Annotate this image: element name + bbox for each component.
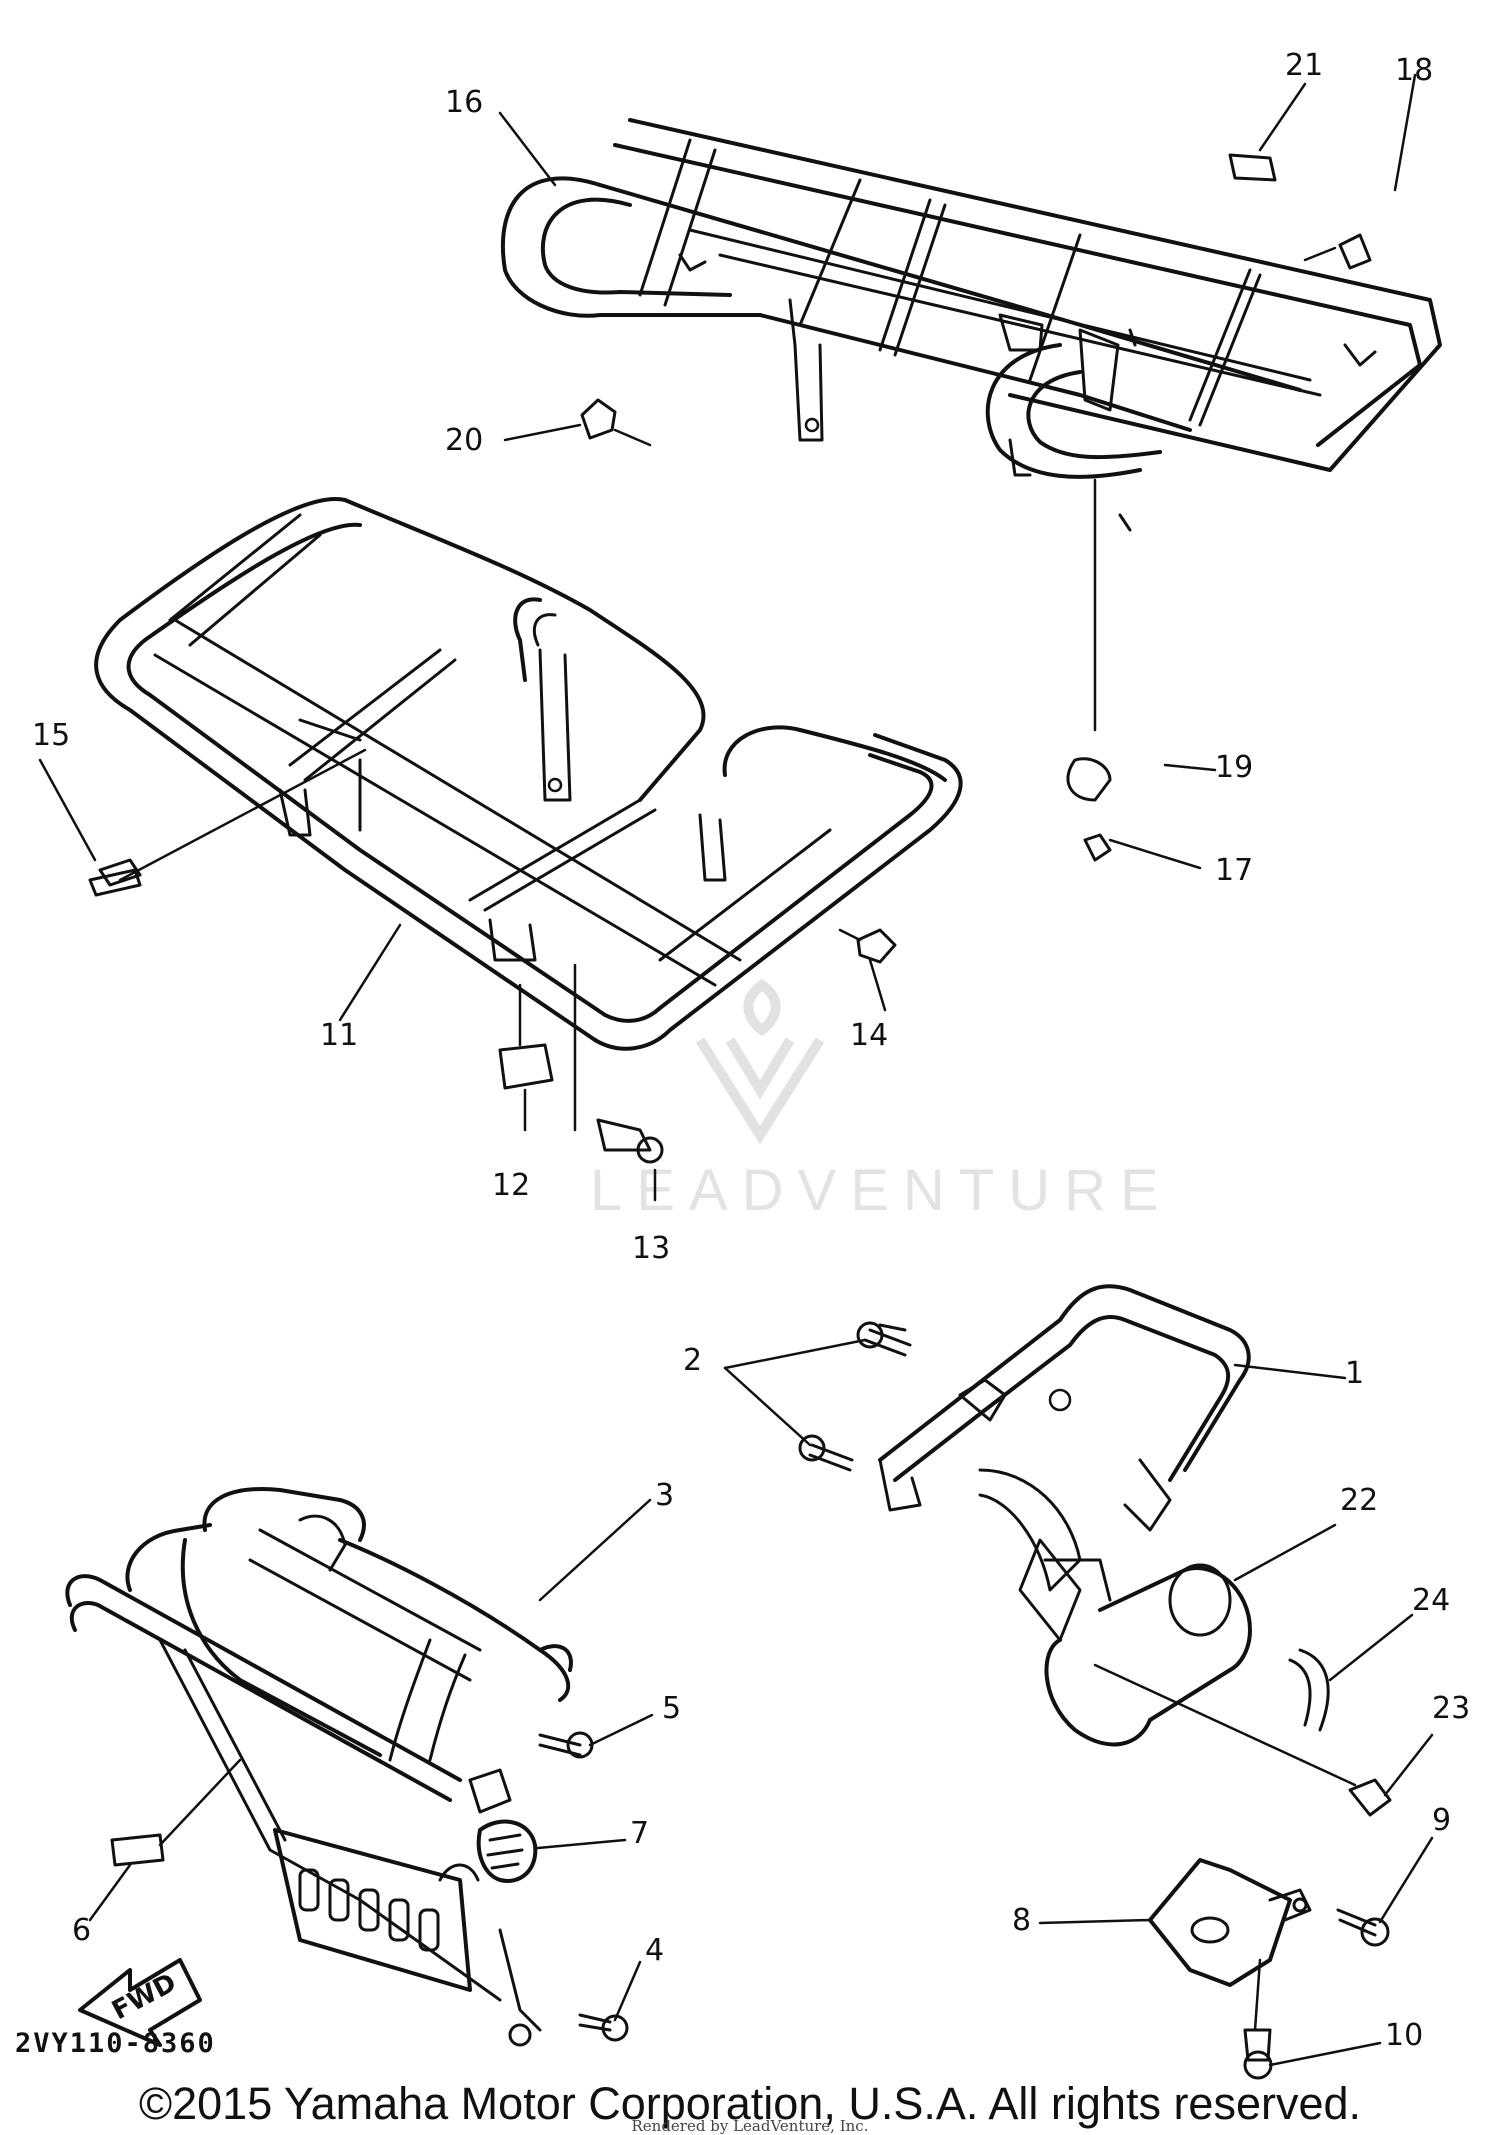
rear-guard-drawing [798, 1284, 1392, 1817]
callout-22: 22 [1340, 1483, 1378, 1518]
callout-24: 24 [1412, 1583, 1450, 1618]
callout-17: 17 [1215, 853, 1253, 888]
watermark: LEADVENTURE [590, 978, 1173, 1223]
hardware-drawings [88, 153, 1372, 1164]
callout-19: 19 [1215, 750, 1253, 785]
callout-14: 14 [850, 1018, 888, 1053]
callout-7: 7 [630, 1816, 649, 1851]
part-callouts: 1 2 3 4 5 6 7 8 9 10 11 12 13 14 15 16 1… [32, 48, 1470, 2053]
callout-15: 15 [32, 718, 70, 753]
front-carrier-drawing [94, 497, 963, 1051]
callout-16: 16 [445, 85, 483, 120]
watermark-logo-icon [695, 978, 825, 1145]
front-guard-drawing [65, 1487, 629, 2047]
callout-11: 11 [320, 1018, 358, 1053]
callout-21: 21 [1285, 48, 1323, 83]
bracket-drawing [1148, 1858, 1390, 2080]
rendered-by-notice: Rendered by LeadVenture, Inc. [631, 2117, 869, 2135]
copyright-notice: ©2015 Yamaha Motor Corporation, U.S.A. A… [138, 2078, 1362, 2129]
callout-4: 4 [645, 1933, 664, 1968]
callout-8: 8 [1012, 1903, 1031, 1938]
callout-23: 23 [1432, 1691, 1470, 1726]
drawing-code: 2VY110-8360 [15, 2028, 216, 2059]
callout-13: 13 [632, 1231, 670, 1266]
watermark-text: LEADVENTURE [590, 1158, 1173, 1223]
callout-2: 2 [683, 1343, 702, 1378]
rear-carrier-drawing [500, 118, 1442, 732]
callout-10: 10 [1385, 2018, 1423, 2053]
callout-18: 18 [1395, 53, 1433, 88]
callout-20: 20 [445, 423, 483, 458]
callout-6: 6 [72, 1913, 91, 1948]
callout-3: 3 [655, 1478, 674, 1513]
callout-9: 9 [1432, 1803, 1451, 1838]
callout-12: 12 [492, 1168, 530, 1203]
callout-5: 5 [662, 1691, 681, 1726]
callout-1: 1 [1345, 1356, 1364, 1391]
leader-lines [38, 73, 1434, 2067]
